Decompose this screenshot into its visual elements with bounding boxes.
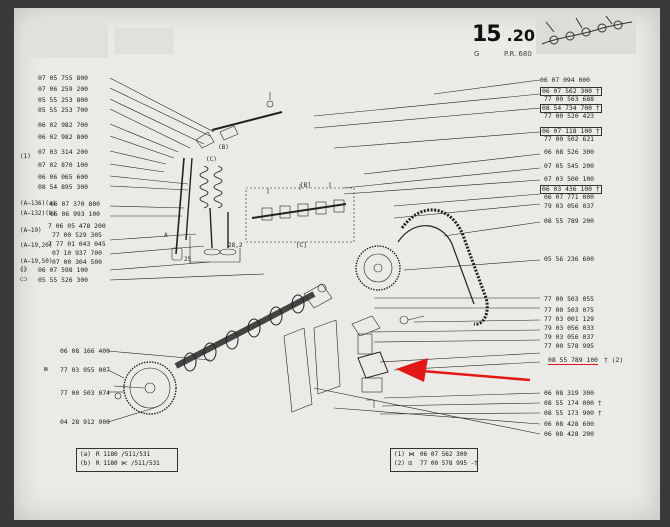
legend-text: 77 00 578 995 -†	[420, 460, 478, 467]
right-part-number: 06 07 094 000	[540, 76, 591, 84]
right-part-number: 06 08 526 300	[544, 148, 595, 156]
lower-left-part-number: 04 28 912 900	[60, 418, 111, 426]
left-part-number: 77 00 529 305	[52, 231, 103, 239]
label-a: A	[164, 232, 168, 239]
right-part-number: 77 00 563 688	[544, 95, 595, 103]
left-part-number: 07 10 937 700	[52, 249, 103, 257]
left-part-number: 06 07 370 800	[50, 200, 101, 208]
legend-text: 06 07 562 300	[420, 451, 467, 458]
legend-key: (2) ⊡	[394, 460, 413, 467]
left-part-number: 06 02 982 700	[38, 121, 89, 129]
dim-28: 28,2	[228, 242, 243, 249]
lower-left-part-mark: ⊠	[44, 366, 48, 373]
right-part-number: 06 07 562 300 †	[540, 87, 602, 96]
right-part-number: 08 55 789 200	[544, 217, 595, 225]
left-part-number: 07 00 304 500	[52, 258, 103, 266]
left-part-number: 7 77 01 043 045	[48, 240, 106, 248]
left-part-mark: (A−19,50)	[20, 258, 53, 265]
left-part-number: 05 55 253 800	[38, 96, 89, 104]
dim-25: 25	[184, 256, 192, 263]
left-part-number: 07 05 755 800	[38, 74, 89, 82]
lower-left-part-number: 06 08 166 400	[60, 347, 111, 355]
catalog-page: 15.20 G P.R. 680	[14, 8, 660, 520]
page-number-sub: .20	[506, 26, 535, 45]
page-number-main: 15	[472, 22, 502, 47]
right-part-number: 06 07 118 100 †	[540, 127, 602, 136]
right-part-number: 06 08 319 300	[544, 389, 595, 397]
page-sub-right: P.R. 680	[504, 50, 532, 58]
exploded-diagram	[107, 77, 541, 435]
left-part-number: 06 07 598 100	[38, 266, 89, 274]
lower-left-part-number: 77 00 503 074	[60, 389, 111, 397]
left-part-number: 06 06 065 600	[38, 173, 89, 181]
lower-left-part-number: 77 03 055 007	[60, 366, 111, 374]
legend-key: (a)	[80, 451, 91, 458]
right-part-number: 79 03 056 037	[544, 333, 595, 341]
legend-box-left	[76, 448, 178, 472]
legend-key: (1) ⋈	[394, 451, 415, 458]
faded-header-block	[114, 28, 174, 54]
red-arrow-annotation	[396, 358, 531, 382]
right-part-number: 77 00 503 055	[544, 295, 595, 303]
label-b-box: [B]	[300, 182, 311, 189]
label-c-small: (C)	[206, 156, 217, 163]
left-part-number: 07 06 259 200	[38, 85, 89, 93]
right-part-number: 77 03 001 129	[544, 315, 595, 323]
page-number: 15.20	[472, 22, 535, 47]
left-part-mark: ⟪⟫	[20, 266, 28, 273]
left-part-number: 05 55 253 700	[38, 106, 89, 114]
thumbnail-illustration	[536, 12, 636, 54]
right-part-number: 06 07 771 000	[544, 193, 595, 201]
label-c-box: [C]	[296, 242, 307, 249]
right-part-number: 77 00 578 995	[544, 342, 595, 350]
left-part-mark: ⊂⊃	[20, 276, 28, 283]
left-part-mark: (A−132)(b)	[20, 210, 57, 217]
right-part-number: 06 08 428 600	[544, 420, 595, 428]
right-part-number: 05 56 236 600	[544, 255, 595, 263]
right-part-number: 08 54 734 700 †	[540, 104, 602, 113]
left-part-number: 7 06 05 478 200	[48, 222, 106, 230]
legend-text: R 1180 ⋉ /511/531	[96, 460, 160, 467]
right-part-number: 77 00 503 075	[544, 306, 595, 314]
right-part-number: 08 55 174 000 †	[544, 399, 602, 407]
legend-key: (b)	[80, 460, 91, 467]
right-part-number: 77 00 520 423	[544, 112, 595, 120]
right-part-number: 08 55 173 900 †	[544, 409, 602, 417]
left-part-number: 05 55 526 300	[38, 276, 89, 284]
left-part-mark: (A−19,20)	[20, 242, 53, 249]
right-part-number: 06 03 436 100 †	[540, 185, 602, 194]
legend-box-right	[390, 448, 478, 472]
right-part-number: 79 03 056 033	[544, 324, 595, 332]
left-part-number: 07 03 314 200	[38, 148, 89, 156]
right-part-number: 06 08 428 200	[544, 430, 595, 438]
left-part-number: 06 06 993 100	[50, 210, 101, 218]
page-sub-left: G	[474, 50, 480, 58]
left-part-mark: (A−136)(a)	[20, 200, 57, 207]
left-part-number: 06 02 982 800	[38, 133, 89, 141]
highlighted-part-number: 08 55 789 100	[548, 356, 599, 365]
left-part-mark: (1)	[20, 153, 31, 160]
right-part-number: 07 03 500 100	[544, 175, 595, 183]
legend-text: R 1180 /511/531	[96, 451, 151, 458]
right-part-number: 79 03 056 037	[544, 202, 595, 210]
faded-header-block	[28, 22, 108, 58]
left-part-mark: (A−19)	[20, 227, 42, 234]
right-part-number: 77 00 502 621	[544, 135, 595, 143]
left-part-number: 08 54 895 300	[38, 183, 89, 191]
highlighted-part-suffix: † (2)	[604, 356, 624, 364]
left-part-number: 07 02 870 100	[38, 161, 89, 169]
label-b-small: (B)	[218, 144, 229, 151]
right-part-number: 07 05 545 200	[544, 162, 595, 170]
